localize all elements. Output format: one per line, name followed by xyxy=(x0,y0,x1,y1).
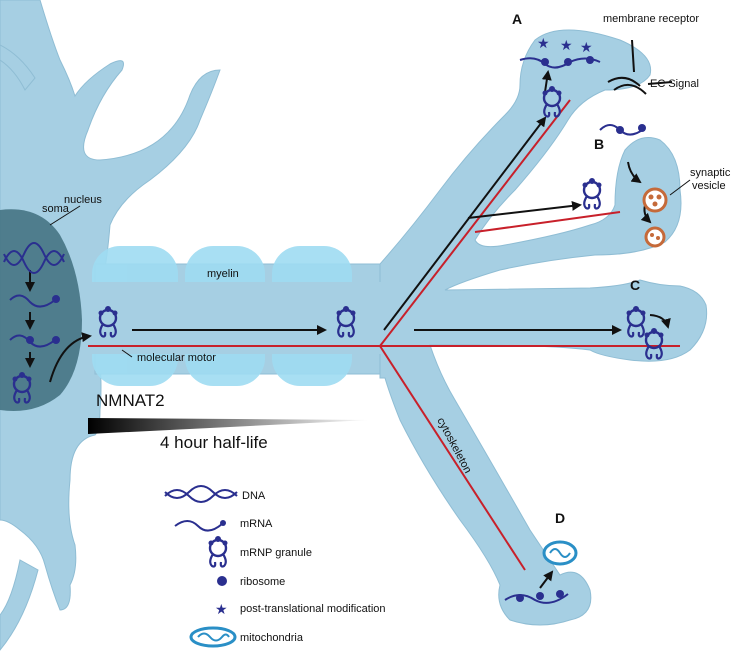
leader-lines xyxy=(49,179,691,358)
legend-dna-label: DNA xyxy=(242,490,266,502)
mrna-d xyxy=(504,593,569,604)
panel-label-b: B xyxy=(594,136,604,152)
legend-ptm-icon: ★ xyxy=(215,601,228,617)
svg-text:★: ★ xyxy=(537,35,550,51)
svg-text:★: ★ xyxy=(560,37,573,53)
label-vesicle: vesicle xyxy=(692,180,726,192)
label-synaptic: synaptic xyxy=(690,167,731,179)
label-membrane-receptor: membrane receptor xyxy=(603,13,699,25)
label-half-life: 4 hour half-life xyxy=(160,433,268,452)
svg-text:★: ★ xyxy=(580,39,593,55)
legend-ribosome-icon xyxy=(217,576,227,586)
label-nucleus: nucleus xyxy=(64,194,102,206)
cytoskeleton-lines xyxy=(88,99,680,571)
legend: DNA mRNA mRNP granule ribosome ★ post-tr… xyxy=(164,485,386,648)
label-myelin: myelin xyxy=(207,268,239,280)
mitochondria-d xyxy=(542,540,578,566)
legend-mito-label: mitochondria xyxy=(240,632,304,644)
transport-arrows xyxy=(25,70,671,589)
synaptic-vesicles xyxy=(642,187,668,248)
dendrite-lower xyxy=(0,559,39,651)
label-molecular-motor: molecular motor xyxy=(137,352,216,364)
panel-label-c: C xyxy=(630,277,640,293)
legend-dna-icon xyxy=(164,485,238,503)
half-life-gradient xyxy=(88,418,370,434)
axon-junction xyxy=(379,29,708,626)
panel-label-d: D xyxy=(555,510,565,526)
label-protein: NMNAT2 xyxy=(96,391,165,410)
molecules xyxy=(3,57,646,348)
axon-core xyxy=(92,282,392,354)
legend-ptm-label: post-translational modification xyxy=(240,603,386,615)
legend-mrna-icon xyxy=(174,520,226,532)
membrane-receptor xyxy=(607,39,673,95)
legend-ribosome-label: ribosome xyxy=(240,576,285,588)
dendrite-upper xyxy=(0,44,36,91)
legend-mito-icon xyxy=(189,626,237,648)
label-ec-signal: EC Signal xyxy=(650,78,699,90)
ptm-stars: ★ ★ ★ xyxy=(537,35,593,55)
label-soma: soma xyxy=(42,203,70,215)
panel-label-a: A xyxy=(512,11,522,27)
legend-mrna-label: mRNA xyxy=(240,518,273,530)
soma-shape xyxy=(0,0,221,611)
mrnp-granule xyxy=(581,176,603,210)
legend-mrnp-icon xyxy=(207,534,229,568)
legend-mrnp-label: mRNP granule xyxy=(240,547,312,559)
